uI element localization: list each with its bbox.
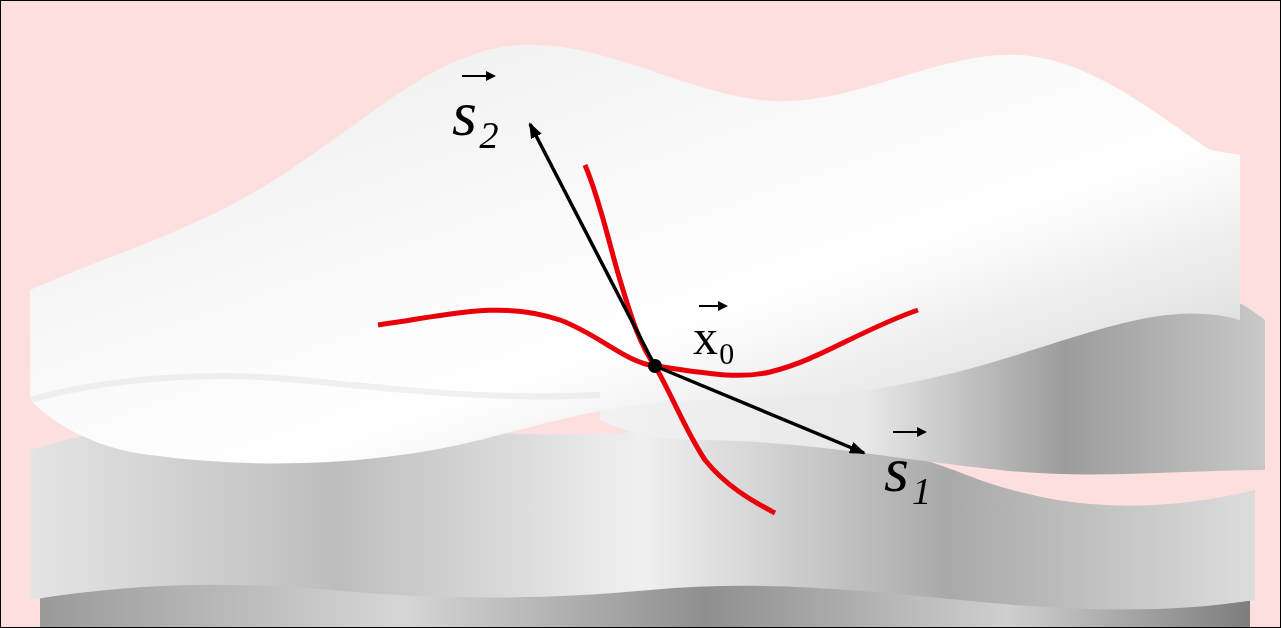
- vector-arrow: [530, 124, 655, 366]
- vector-arrow: [655, 366, 864, 453]
- red-curve: [585, 165, 775, 513]
- vector-label: s₂: [452, 82, 499, 146]
- point-label: x₀: [693, 312, 735, 362]
- vector-accent: [893, 431, 925, 433]
- vector-label: s₁: [884, 438, 931, 502]
- vector-accent: [699, 305, 726, 307]
- red-curve: [378, 310, 918, 375]
- point-dot: [648, 359, 662, 373]
- vector-accent: [462, 75, 494, 77]
